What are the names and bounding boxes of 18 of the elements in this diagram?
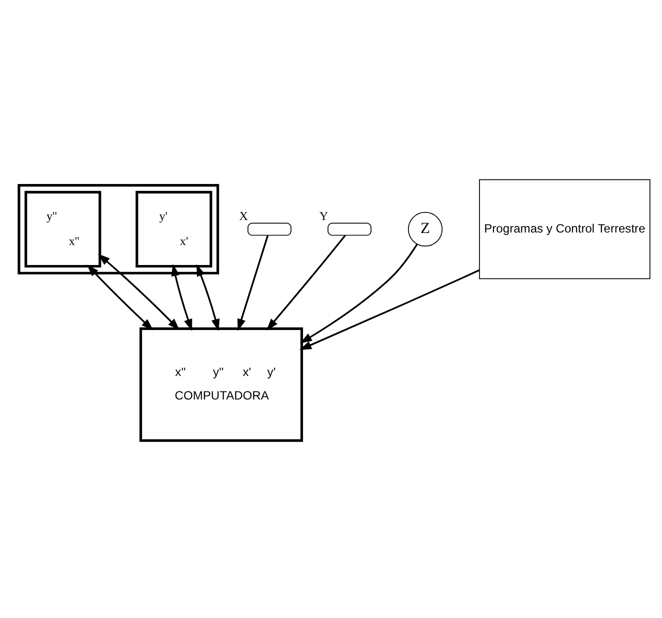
arrow	[196, 264, 220, 331]
arrow	[300, 243, 418, 343]
arrow	[237, 234, 269, 330]
cluster	[18, 184, 220, 274]
arrow	[98, 253, 180, 330]
arrow	[266, 234, 346, 330]
node-box: y'' x''	[24, 190, 102, 268]
node-box: Programas y Control Terrestre	[479, 178, 650, 279]
node-label: Y	[319, 208, 328, 222]
node-label: X	[239, 208, 248, 222]
node-box: x'' y'' x' y' COMPUTADORA	[139, 326, 304, 442]
node-circle: Z	[408, 211, 443, 246]
node-knob	[248, 222, 292, 236]
node-box: y' x'	[136, 190, 212, 268]
arrow	[86, 264, 154, 330]
node-knob	[328, 222, 372, 236]
arrow	[299, 268, 480, 350]
arrow	[171, 263, 192, 331]
